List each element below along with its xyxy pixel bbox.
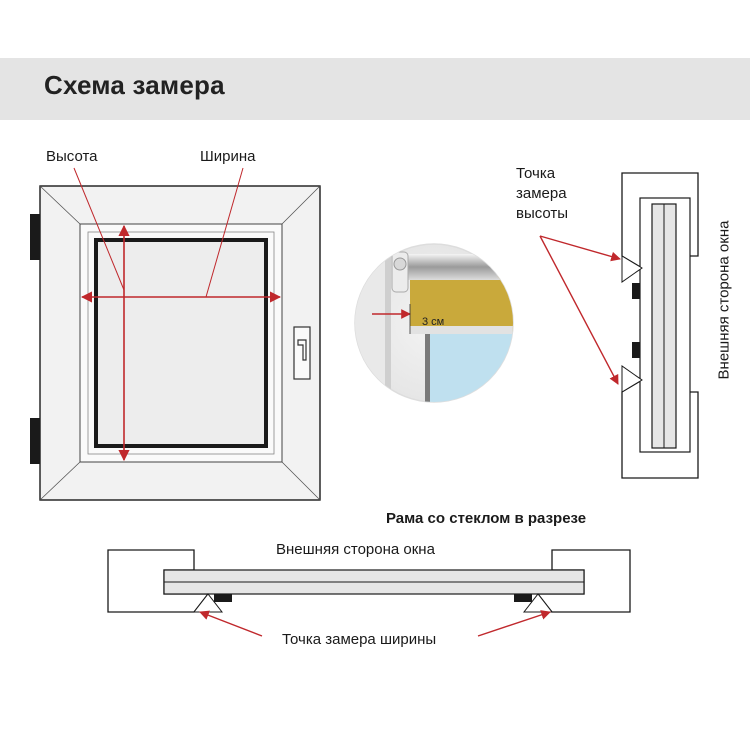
height-point-label-line-2: замера [516,185,567,202]
window-front-view [30,167,321,501]
hinge-bottom [30,418,40,464]
window-glass [94,238,268,448]
width-point-label: Точка замера ширины [282,631,437,648]
height-leader-line [73,167,125,291]
width-leader-line [205,167,244,298]
offset-label: 3 см [422,316,445,328]
detail-inset [354,243,514,403]
width-label: Ширина [200,148,256,165]
horizontal-cross-section [107,549,631,637]
height-point-label: Точка замера высоты [516,164,606,224]
height-point-arrow-top [539,235,621,262]
height-point-label-line-3: высоты [516,205,569,222]
outer-side-label-vertical: Внешняя сторона окна [715,220,733,380]
height-label: Высота [46,148,98,165]
width-point-arrow-left [199,610,263,637]
height-point-arrow-bottom [539,235,619,385]
header-band [0,58,750,120]
hinge-top [30,214,40,260]
vertical-cross-section [539,172,699,479]
cross-section-title: Рама со стеклом в разрезе [386,510,587,527]
height-point-label-line-1: Точка [516,165,556,182]
outer-side-label-horizontal: Внешняя сторона окна [276,541,435,558]
width-point-arrow-right [477,610,551,637]
page-title: Схема замера [44,70,225,100]
window-handle [293,326,311,380]
